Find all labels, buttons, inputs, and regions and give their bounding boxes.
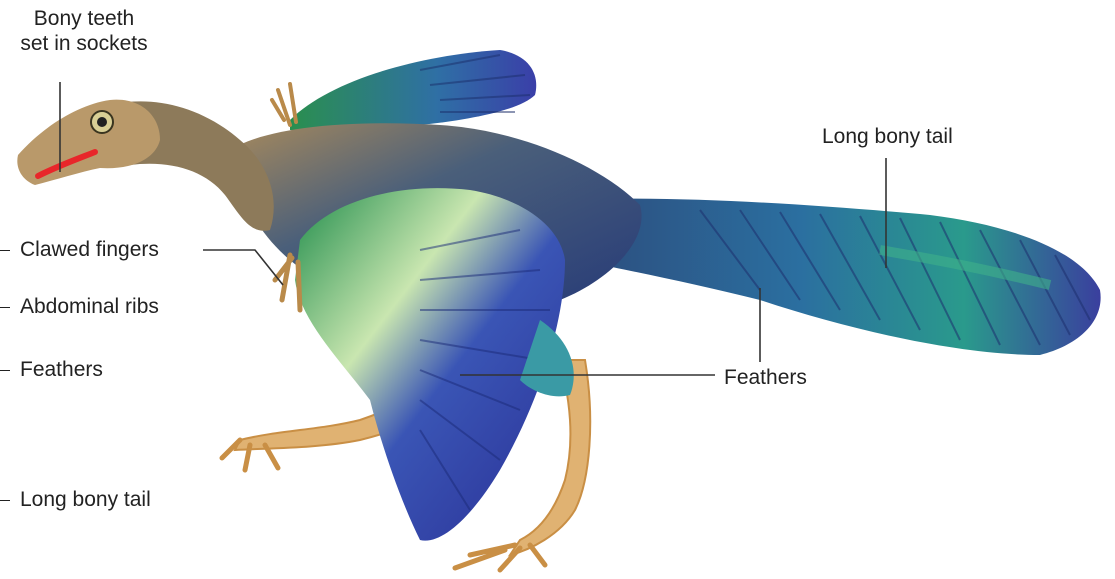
label-feathers-left: Feathers [0, 357, 103, 382]
label-long-bony-tail-left-text: Long bony tail [20, 488, 151, 511]
label-bony-teeth: Bony teeth set in sockets [8, 6, 160, 56]
label-dash [0, 250, 10, 252]
label-clawed-fingers-text: Clawed fingers [20, 238, 159, 261]
label-long-bony-tail-left: Long bony tail [0, 487, 151, 512]
label-bony-teeth-line2: set in sockets [8, 31, 160, 56]
label-dash [0, 370, 10, 372]
label-long-bony-tail-right: Long bony tail [822, 124, 953, 149]
upper-wing-shape [272, 50, 536, 131]
near-wing-shape [275, 188, 574, 540]
leader-line-clawed-fingers [203, 250, 283, 285]
label-feathers-right: Feathers [724, 365, 807, 390]
label-clawed-fingers: Clawed fingers [0, 237, 159, 262]
label-abdominal-ribs-text: Abdominal ribs [20, 295, 159, 318]
label-dash [0, 307, 10, 309]
head-neck-shape [17, 100, 273, 231]
label-dash [0, 500, 10, 502]
label-bony-teeth-line1: Bony teeth [8, 6, 160, 31]
label-feathers-left-text: Feathers [20, 358, 103, 381]
label-abdominal-ribs: Abdominal ribs [0, 294, 159, 319]
